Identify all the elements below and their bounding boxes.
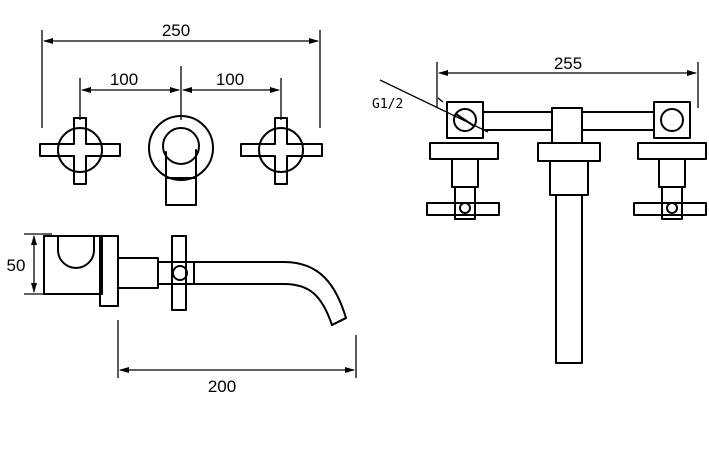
dimension-overall-width: 250 — [41, 21, 321, 128]
handle-side — [157, 235, 195, 311]
dimension-label-projection: 200 — [208, 377, 236, 396]
valve-body-side — [43, 235, 159, 307]
thread-callout-label: G1/2 — [372, 97, 403, 112]
connecting-pipe — [482, 111, 655, 131]
dimension-label-overall-width: 250 — [162, 21, 190, 40]
dimension-handle-spacing: 100 100 — [79, 66, 282, 120]
left-cross-handle — [39, 117, 121, 185]
dimension-rear-width: 255 — [436, 54, 699, 108]
center-spout-rear — [537, 107, 601, 364]
dimension-label-rear-width: 255 — [554, 54, 582, 73]
left-valve-rear — [426, 101, 500, 220]
right-valve-rear — [633, 101, 707, 220]
dimension-label-left-spacing: 100 — [110, 70, 138, 89]
side-view: 50 200 — [7, 233, 357, 396]
dimension-label-height: 50 — [7, 256, 26, 275]
rear-view: 255 G1/2 — [372, 54, 707, 364]
dimension-height: 50 — [7, 233, 52, 295]
front-view: 250 100 100 — [39, 21, 323, 206]
dimension-label-right-spacing: 100 — [216, 70, 244, 89]
spout-front — [148, 115, 214, 206]
dimension-projection: 200 — [117, 320, 357, 396]
spout-side — [193, 261, 347, 326]
right-cross-handle — [240, 117, 323, 185]
